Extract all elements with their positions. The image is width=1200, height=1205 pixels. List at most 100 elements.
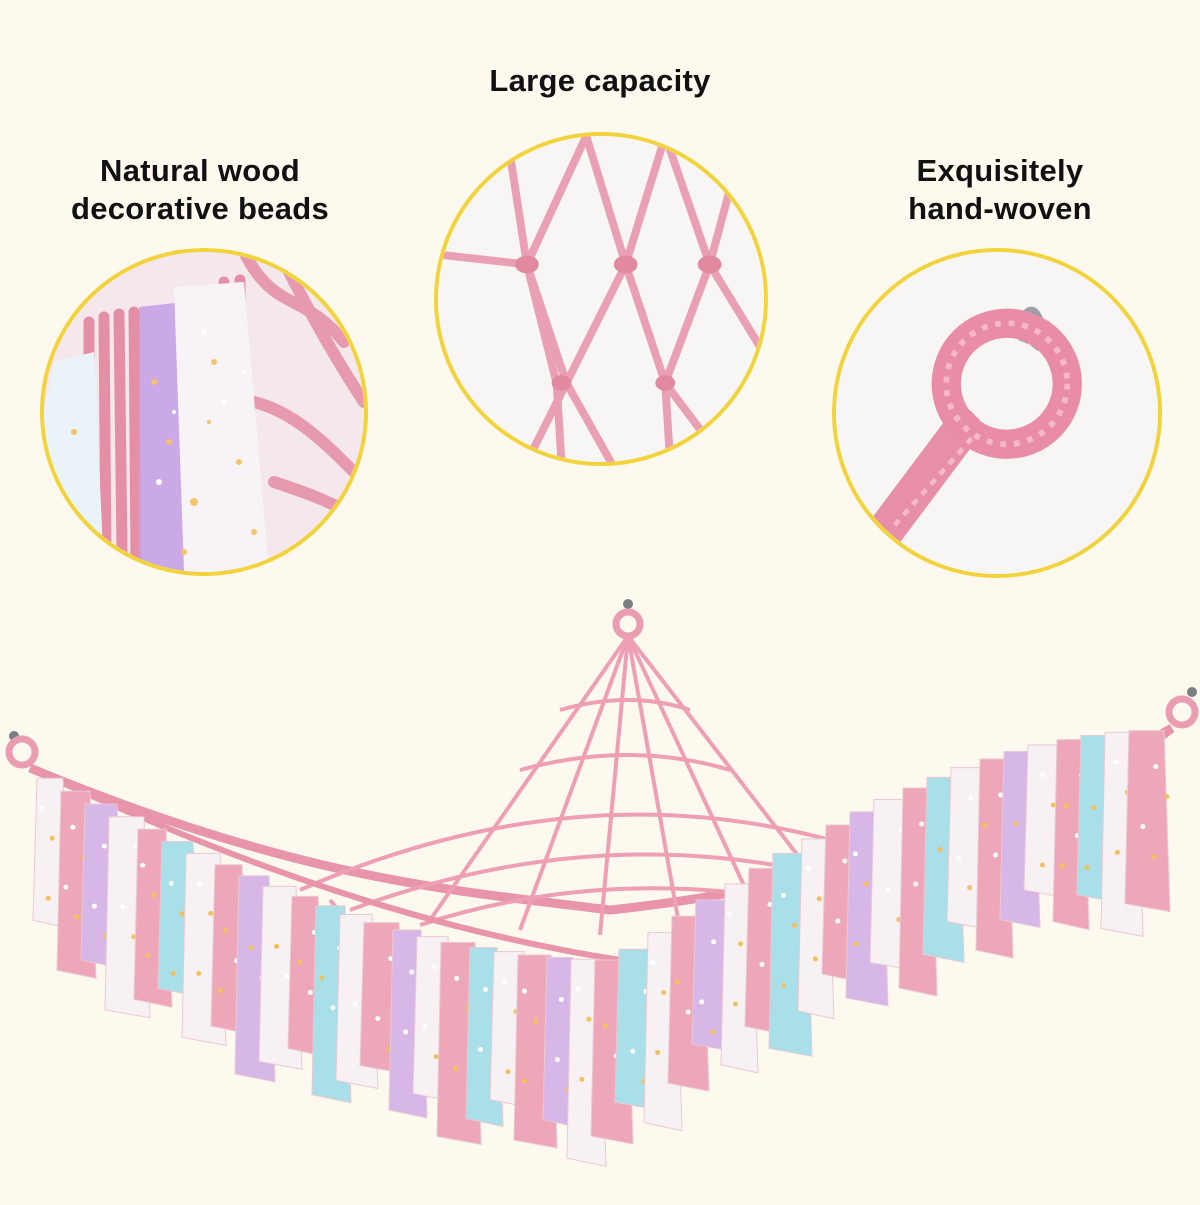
glitter-dot <box>375 1016 381 1022</box>
glitter-dot <box>792 922 797 928</box>
glitter-dot <box>74 914 80 920</box>
glitter-dot <box>223 928 228 934</box>
glitter-dot <box>968 795 974 801</box>
glitter-dot <box>63 884 69 890</box>
glitter-dot <box>478 1046 483 1052</box>
feature-label-line: Large capacity <box>489 63 711 98</box>
glitter-dot <box>913 881 919 887</box>
glitter-dot <box>422 1024 428 1030</box>
glitter-dot <box>45 895 51 901</box>
hammock-illustration <box>5 599 1199 1167</box>
detail-circle-net <box>434 132 768 466</box>
glitter-dot <box>781 982 786 988</box>
glitter-dot <box>1013 820 1019 826</box>
glitter-dot <box>1113 759 1119 765</box>
tassel-closeup-image <box>44 252 364 572</box>
glitter-dot <box>1151 854 1157 860</box>
product-hammock-image <box>0 590 1200 1200</box>
glitter-dot <box>483 986 488 992</box>
feature-label-hand-woven: Exquisitely hand-woven <box>860 152 1140 228</box>
glitter-dot <box>674 979 680 985</box>
glitter-dot <box>145 952 151 958</box>
glitter-dot <box>1140 824 1146 830</box>
glitter-dot <box>433 1054 439 1060</box>
feature-label-wood-beads: Natural wood decorative beads <box>40 152 360 228</box>
glitter-dot <box>101 843 107 849</box>
feature-label-capacity: Large capacity <box>420 62 780 100</box>
glitter-dot <box>1040 772 1045 778</box>
glitter-dot <box>812 956 818 962</box>
glitter-dot <box>554 1057 560 1063</box>
glitter-dot <box>733 1001 738 1007</box>
glitter-dot <box>575 986 581 992</box>
glitter-dot <box>248 945 254 951</box>
glitter-dot <box>409 969 415 975</box>
glitter-dot <box>998 792 1003 798</box>
glitter-dot <box>453 1065 459 1071</box>
feature-label-line: hand-woven <box>908 191 1092 226</box>
glitter-dot <box>151 892 157 898</box>
glitter-dot <box>767 901 773 907</box>
glitter-dot <box>805 866 811 872</box>
glitter-dot <box>863 881 869 887</box>
glitter-dot <box>403 1029 409 1035</box>
glitter-dot <box>710 1029 716 1035</box>
glitter-dot <box>274 943 279 949</box>
glitter-dot <box>140 862 146 868</box>
glitter-dot <box>1114 849 1120 855</box>
glitter-dot <box>759 961 765 967</box>
glitter-dot <box>685 1009 691 1015</box>
glitter-dot <box>1084 864 1090 870</box>
glitter-dot <box>533 1018 538 1024</box>
glitter-dot <box>885 886 891 892</box>
glitter-dot <box>505 1069 511 1075</box>
glitter-dot <box>655 1050 661 1056</box>
glitter-dot <box>1091 804 1097 810</box>
glitter-dot <box>120 904 126 910</box>
glitter-dot <box>522 1078 527 1084</box>
glitter-dot <box>1059 863 1065 869</box>
glitter-dot <box>307 989 313 995</box>
glitter-dot <box>196 970 202 976</box>
glitter-dot <box>956 855 962 861</box>
detail-circle-tassels <box>40 248 368 576</box>
glitter-dot <box>727 911 732 917</box>
glitter-dot <box>835 918 841 924</box>
glitter-dot <box>1051 802 1056 808</box>
glitter-dot <box>982 822 987 828</box>
glitter-dot <box>586 1016 592 1022</box>
glitter-dot <box>296 959 302 965</box>
tassel <box>1124 730 1171 913</box>
glitter-dot <box>352 1001 358 1007</box>
glitter-dot <box>558 997 564 1003</box>
glitter-dot <box>1040 862 1045 868</box>
glitter-dot <box>937 846 943 852</box>
glitter-dot <box>91 903 97 909</box>
glitter-dot <box>218 988 223 994</box>
detail-circle-loop <box>832 248 1162 578</box>
glitter-dot <box>179 910 185 916</box>
glitter-dot <box>699 999 705 1005</box>
glitter-dot <box>208 910 214 916</box>
glitter-dot <box>630 1048 636 1054</box>
feature-label-line: Exquisitely <box>916 153 1084 188</box>
glitter-dot <box>38 805 44 811</box>
glitter-dot <box>661 990 667 996</box>
glitter-dot <box>711 939 717 945</box>
glitter-dot <box>330 1005 336 1011</box>
feature-label-line: Natural wood <box>100 153 300 188</box>
glitter-dot <box>967 885 973 891</box>
glitter-dot <box>1063 803 1069 809</box>
glitter-dot <box>853 941 859 947</box>
glitter-dot <box>502 979 508 985</box>
glitter-dot <box>781 892 786 898</box>
glitter-dot <box>170 970 176 976</box>
glitter-dot <box>738 941 743 947</box>
feature-label-line: decorative beads <box>70 191 330 226</box>
glitter-dot <box>522 988 527 994</box>
glitter-dot <box>993 852 998 858</box>
glitter-dot <box>579 1076 585 1082</box>
glitter-dot <box>70 824 76 830</box>
glitter-dot <box>454 975 460 981</box>
glitter-dot <box>1153 764 1159 770</box>
